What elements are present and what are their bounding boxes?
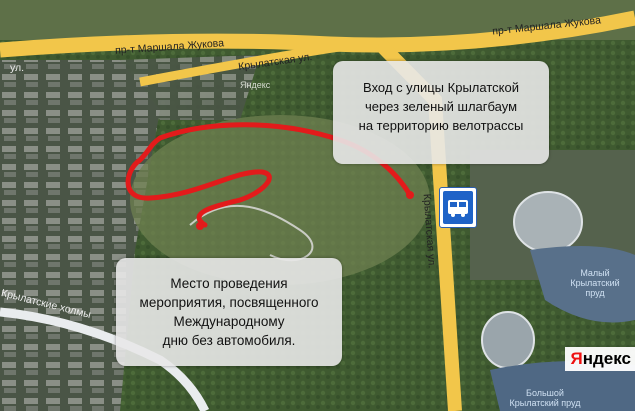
route-line <box>125 122 413 228</box>
callout-event-line: мероприятия, посвященного <box>139 295 319 310</box>
bolshoy-pond <box>490 361 635 411</box>
callout-event-line: Международному <box>173 314 285 329</box>
callout-entrance-line: на территорию велотрассы <box>358 118 524 133</box>
callout-event-line: дню без автомобиля. <box>162 333 296 348</box>
stadium <box>481 311 535 369</box>
event-marker <box>196 222 204 230</box>
road-label-partial: ул. <box>10 62 25 74</box>
residential-blocks-center <box>120 55 260 120</box>
yandex-logo-first-letter: Я <box>570 349 583 368</box>
maly-pond <box>530 246 635 323</box>
map-watermark: Яндекс <box>240 80 271 90</box>
callout-event: Место проведения мероприятия, посвященно… <box>116 258 342 366</box>
callout-entrance-line: Вход с улицы Крылатской <box>363 80 519 95</box>
bus-stop-icon <box>439 187 477 228</box>
label-bolshoy-prud: Большой Крылатский пруд <box>509 388 581 408</box>
velodrome <box>513 191 583 253</box>
callout-entrance: Вход с улицы Крылатской через зеленый шл… <box>333 61 549 164</box>
road-krylatskaya-top <box>139 39 361 87</box>
callout-event-line: Место проведения <box>170 276 288 291</box>
callout-entrance-line: через зеленый шлагбаум <box>364 99 518 114</box>
yandex-logo[interactable]: Яндекс <box>564 347 635 371</box>
yandex-logo-rest: ндекс <box>582 349 631 368</box>
entrance-marker <box>406 191 414 199</box>
label-maly-prud: Малый Крылатский пруд <box>570 268 620 298</box>
